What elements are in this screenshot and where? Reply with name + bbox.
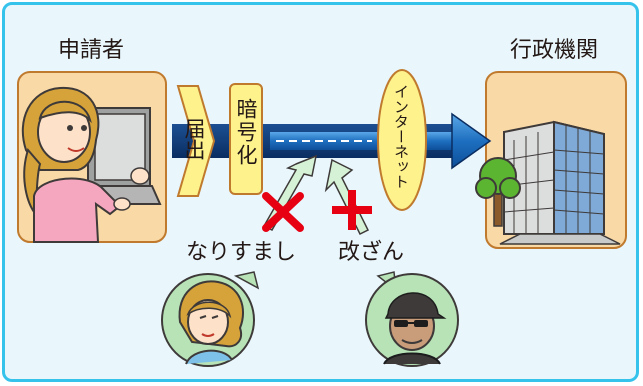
submit-box bbox=[176, 85, 216, 197]
tamperer-avatar bbox=[365, 273, 459, 367]
attack-arrow-tampering bbox=[324, 158, 370, 236]
spoofer-avatar bbox=[161, 273, 255, 367]
transmission-arrow bbox=[172, 112, 492, 170]
tree-icon bbox=[475, 157, 521, 227]
encryption-box bbox=[229, 83, 263, 195]
applicant-label: 申請者 bbox=[58, 38, 125, 63]
applicant-woman-icon bbox=[21, 86, 150, 243]
government-building-icon bbox=[503, 120, 605, 235]
spoofing-label: なりすまし bbox=[186, 240, 297, 265]
blocked-tampering-cross-icon bbox=[332, 190, 372, 230]
encryption-label: 暗号化 bbox=[234, 98, 258, 167]
agency-panel bbox=[475, 71, 627, 249]
applicant-panel bbox=[17, 71, 167, 243]
blocked-spoofing-cross-icon bbox=[262, 192, 304, 232]
agency-label: 行政機関 bbox=[510, 38, 599, 63]
internet-oval bbox=[377, 69, 427, 211]
internet-label: インターネット bbox=[392, 84, 410, 189]
tampering-label: 改ざん bbox=[338, 240, 405, 265]
submit-label: 届出 bbox=[182, 118, 206, 160]
